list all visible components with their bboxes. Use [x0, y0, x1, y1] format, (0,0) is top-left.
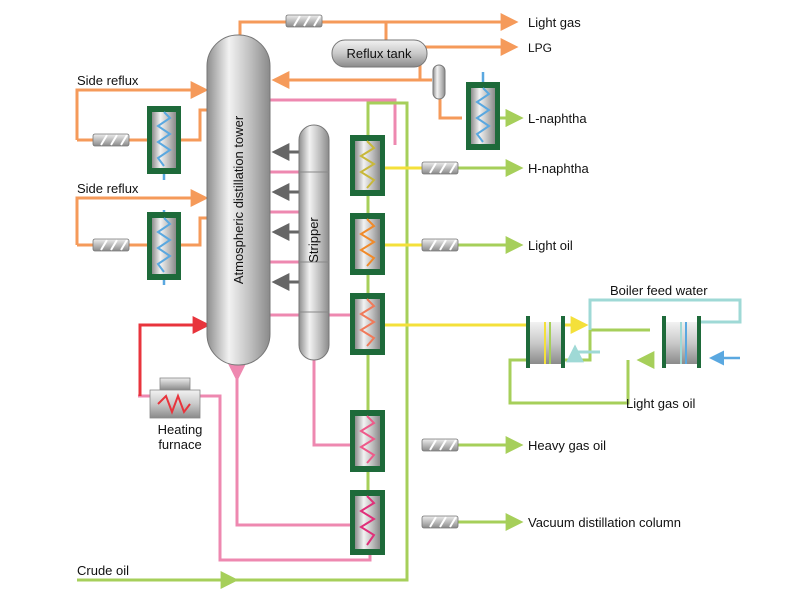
- stripper-vapor-arrows: [271, 143, 300, 291]
- product-vacuum-distillation-column: Vacuum distillation column: [528, 515, 681, 530]
- product-l-naphtha: L-naphtha: [528, 111, 587, 126]
- side-reflux-label-2: Side reflux: [77, 181, 139, 196]
- stripper: Stripper: [298, 124, 330, 361]
- aqua-pipes: [566, 298, 742, 363]
- product-light-oil: Light oil: [528, 238, 573, 253]
- product-lpg: LPG: [528, 41, 552, 55]
- heat-exchanger-icon: [350, 410, 385, 472]
- crude-oil-label: Crude oil: [77, 563, 129, 578]
- heat-exchanger-icon: [350, 490, 385, 555]
- pump-icon: [421, 238, 459, 252]
- tower-to-stripper-draws: [268, 170, 300, 264]
- heat-exchanger-icon: [350, 293, 385, 355]
- tower-label: Atmospheric distillation tower: [231, 115, 246, 284]
- boiler-feed-water-label: Boiler feed water: [610, 283, 708, 298]
- orange-pipes: [75, 13, 519, 247]
- product-heavy-gas-oil: Heavy gas oil: [528, 438, 606, 453]
- pump-icon: [421, 438, 459, 452]
- reflux-tank-label: Reflux tank: [346, 46, 412, 61]
- heat-exchanger-icon: [526, 316, 565, 368]
- furnace-icon: [149, 377, 201, 419]
- product-h-naphtha: H-naphtha: [528, 161, 589, 176]
- heat-exchanger-icon: [350, 135, 385, 196]
- atmospheric-distillation-tower: Atmospheric distillation tower: [206, 34, 271, 366]
- heat-exchanger-icon: [662, 316, 701, 368]
- heat-exchanger-icon: [147, 106, 181, 174]
- side-reflux-label-1: Side reflux: [77, 73, 139, 88]
- separator-icon: [432, 64, 446, 100]
- light-gas-oil-label: Light gas oil: [626, 396, 695, 411]
- product-light-gas: Light gas: [528, 15, 581, 30]
- heat-exchanger-icon: [147, 212, 181, 280]
- pump-icon: [92, 238, 130, 252]
- reflux-tank: Reflux tank: [331, 39, 428, 68]
- pump-icon: [92, 133, 130, 147]
- pump-icon: [285, 14, 323, 28]
- pump-icon: [421, 515, 459, 529]
- stripper-label: Stripper: [306, 217, 321, 263]
- heat-exchanger-icon: [350, 213, 385, 275]
- red-pipes: [138, 316, 211, 396]
- pump-icon: [421, 161, 459, 175]
- heating-furnace-label-2: furnace: [158, 437, 201, 452]
- heat-exchanger-icon: [466, 82, 500, 150]
- heating-furnace-label-1: Heating: [158, 422, 203, 437]
